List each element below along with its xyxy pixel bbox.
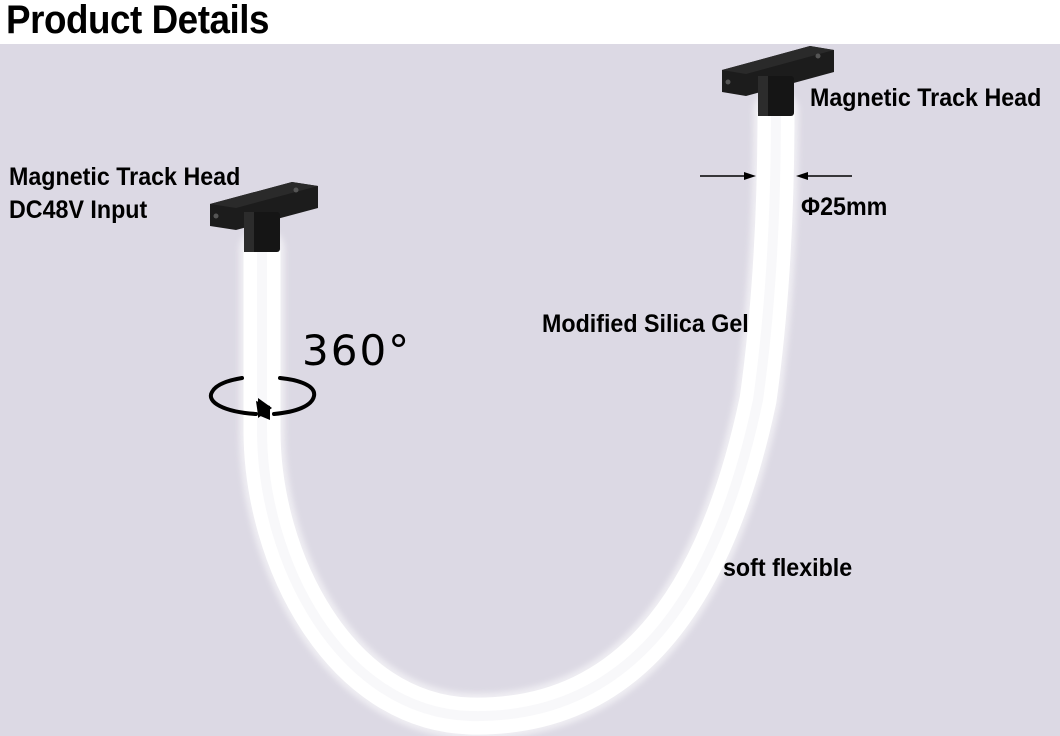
page-title: Product Details — [6, 0, 270, 42]
rotation-label: 360° — [302, 326, 412, 375]
product-image — [0, 44, 1060, 736]
diameter-label: Φ25mm — [801, 193, 888, 221]
silicone-tube — [243, 111, 795, 735]
left-track-head — [210, 182, 318, 252]
left-track-head-label: Magnetic Track Head — [9, 163, 241, 191]
pendant-light-illustration — [208, 46, 852, 736]
right-track-head — [722, 46, 834, 116]
material-label: Modified Silica Gel — [542, 310, 749, 338]
header-bar: Product Details — [0, 0, 1060, 44]
right-track-head-label: Magnetic Track Head — [810, 84, 1042, 112]
input-voltage-label: DC48V Input — [9, 196, 148, 224]
rotation-arrow-icon — [208, 376, 317, 420]
flexibility-label: soft flexible — [723, 554, 853, 582]
dimension-arrow-icon — [700, 172, 852, 180]
tube-highlight — [257, 111, 781, 722]
